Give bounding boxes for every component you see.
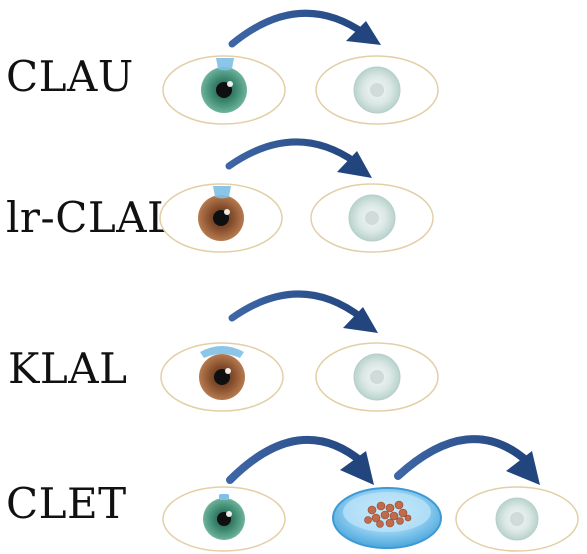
recipient-eye — [456, 487, 578, 551]
donor-eye — [161, 343, 283, 411]
row-lr-clal — [160, 142, 433, 252]
recipient-eye — [316, 343, 438, 411]
row-klal — [161, 294, 438, 411]
row-clau — [163, 13, 438, 124]
arrow — [232, 294, 362, 318]
limbal-graft — [216, 58, 234, 71]
arrow — [232, 13, 365, 44]
donor-eye — [163, 56, 285, 124]
arrow — [229, 142, 355, 166]
recipient-eye — [316, 56, 438, 124]
culture-dish — [333, 488, 441, 550]
donor-eye — [160, 184, 282, 252]
arrow — [230, 440, 362, 480]
donor-eye — [163, 487, 285, 551]
recipient-eye — [311, 184, 433, 252]
limbal-graft — [213, 186, 231, 199]
limbal-biopsy — [219, 494, 229, 500]
row-clet — [163, 439, 578, 551]
